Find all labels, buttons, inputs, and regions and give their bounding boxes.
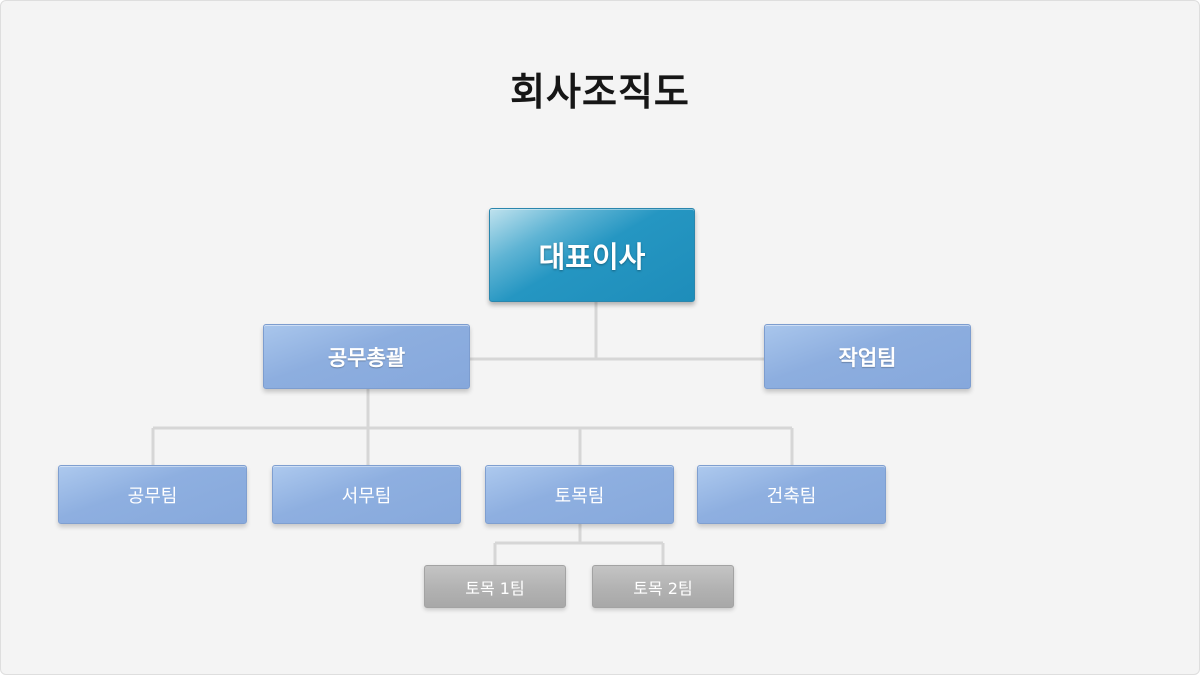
node-civil-team-2[interactable]: 토목 2팀 xyxy=(592,565,734,608)
node-architecture-team[interactable]: 건축팀 xyxy=(697,465,886,524)
node-civil-team[interactable]: 토목팀 xyxy=(485,465,674,524)
diagram-title: 회사조직도 xyxy=(510,70,690,114)
node-work-team[interactable]: 작업팀 xyxy=(764,324,971,389)
node-ceo[interactable]: 대표이사 xyxy=(489,208,695,302)
node-civil-team-1[interactable]: 토목 1팀 xyxy=(424,565,566,608)
node-clerical-team[interactable]: 서무팀 xyxy=(272,465,461,524)
node-public-works-team[interactable]: 공무팀 xyxy=(58,465,247,524)
node-general-affairs[interactable]: 공무총괄 xyxy=(263,324,470,389)
